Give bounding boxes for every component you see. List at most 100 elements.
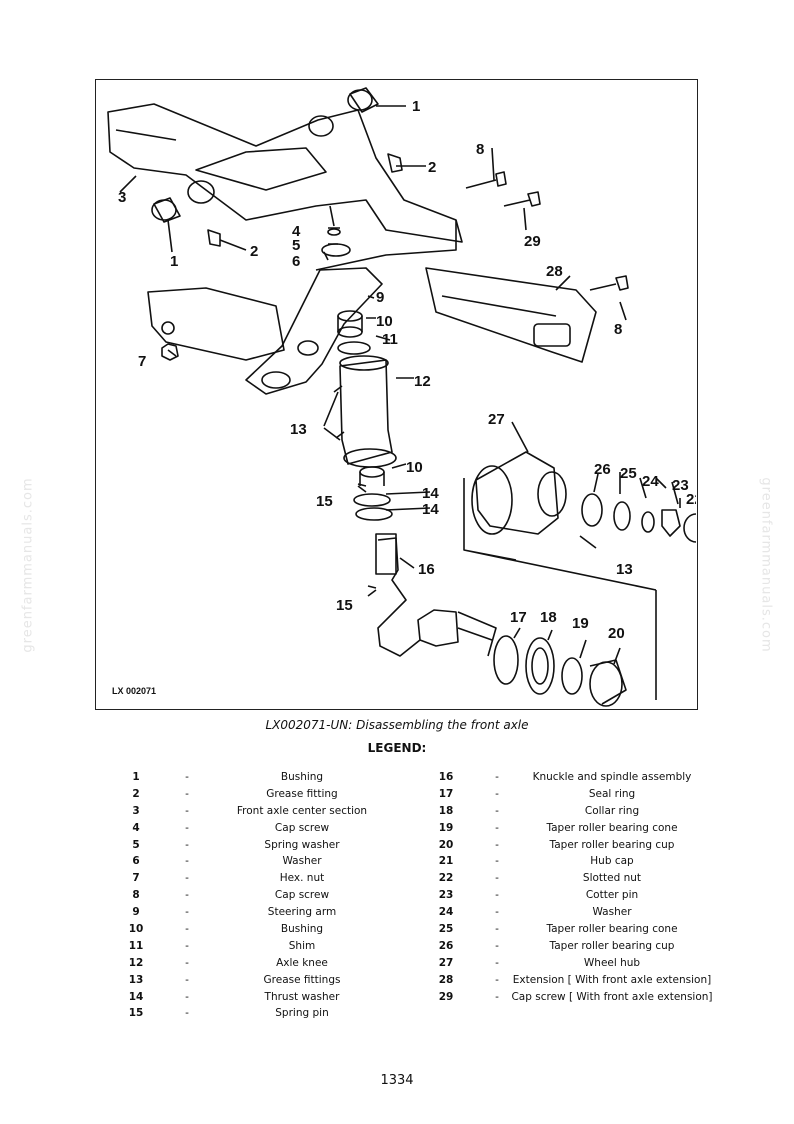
legend-dash: - [495,889,499,902]
legend-dash: - [495,872,499,885]
callout-label: 1 [170,253,178,270]
legend-row: 9-Steering arm [105,904,415,921]
legend-description: Taper roller bearing cup [549,838,675,851]
legend-row: 4-Cap screw [105,820,415,837]
callout-label: 8 [476,141,484,158]
legend-number: 8 [132,889,140,902]
legend-number: 24 [438,906,454,919]
legend-number: 5 [132,838,140,851]
knuckle-spindle-part [377,537,459,657]
callout-label: 9 [376,289,384,306]
legend-dash: - [185,939,189,952]
legend-description: Spring pin [275,1007,329,1020]
legend-dash: - [495,804,499,817]
legend-row: 11-Shim [105,938,415,955]
legend-number: 14 [128,990,144,1003]
slotted-nut-part [661,509,681,537]
callout-label: 15 [316,493,333,510]
legend-number: 21 [438,855,454,868]
legend-number: 20 [438,838,454,851]
legend-description: Seal ring [588,787,636,800]
legend-description: Axle knee [276,956,328,969]
legend-number: 15 [128,1007,144,1020]
legend-row: 7-Hex. nut [105,870,415,887]
legend-number: 26 [438,939,454,952]
legend-number: 6 [132,855,140,868]
legend-number: 3 [132,804,140,817]
legend-row: 22-Slotted nut [415,870,725,887]
legend-dash: - [185,889,189,902]
legend-dash: - [185,771,189,783]
legend-dash: - [185,990,189,1003]
callout-label: 7 [138,353,146,370]
callout-label: 2 [250,243,258,260]
legend-number: 9 [132,906,140,919]
legend-number: 18 [438,804,454,817]
legend-description: Spring washer [264,838,340,851]
watermark-right: greenfarmmanuals.com [758,477,774,653]
callout-label: 13 [616,561,633,578]
legend-row: 2-Grease fitting [105,786,415,803]
page-number: 1334 [380,1073,414,1088]
grease-fitting-part [387,153,403,173]
legend-row: 12-Axle knee [105,955,415,972]
callout-label: 5 [292,237,300,254]
figure-caption: LX002071-UN: Disassembling the front axl… [265,718,529,732]
cap-screw-part [503,191,541,207]
front-axle-diagram: 1 1 2 2 3 4 5 6 7 8 8 9 10 10 11 12 13 1… [107,87,696,707]
legend-row: 21-Hub cap [415,853,725,870]
legend-description: Cap screw [274,889,330,902]
callout-label: 20 [608,625,625,642]
legend-row: 8 - Cap screw [105,887,415,904]
legend-dash: - [185,855,189,868]
callout-label: 3 [118,189,126,206]
callout-label: 23 [672,477,689,494]
callout-label: 1 [412,98,420,115]
callout-label: 11 [382,331,398,348]
legend-dash: - [495,939,499,952]
figure-code: LX 002071 [112,686,156,696]
legend-title: LEGEND: [367,741,427,755]
legend-number: 11 [128,939,144,952]
legend-dash: - [495,787,499,800]
callout-label: 2 [428,159,436,176]
legend-dash: - [495,956,499,969]
legend-number: 16 [438,771,454,783]
watermark-left: greenfarmmanuals.com [20,477,36,653]
seal-ring-part [493,635,519,685]
callout-label: 24 [642,473,659,490]
legend-description: Collar ring [584,804,640,817]
legend-description: Hex. nut [279,872,325,885]
legend-description: Taper roller bearing cone [546,821,678,834]
legend-row: 27-Wheel hub [415,955,725,972]
legend-row: 24-Washer [415,904,725,921]
legend-description: Washer [282,855,322,868]
legend-row: 1-Bushing [105,769,415,786]
legend-row: 29-Cap screw [ With front axle extension… [415,989,725,1006]
legend-dash: - [495,990,499,1003]
hex-nut-part [161,343,179,361]
legend-number: 2 [132,787,140,800]
legend-dash: - [185,973,189,986]
legend-dash: - [495,838,499,851]
axle-beam-part [147,287,285,361]
callout-label: 17 [510,609,527,626]
callout-label: 27 [488,411,505,428]
legend-dash: - [495,923,499,936]
legend-row: 15-Spring pin [105,1005,415,1022]
legend-row: 6 - Washer [105,853,415,870]
legend-dash: - [185,906,189,919]
callout-label: 26 [594,461,611,478]
extension-part [425,267,597,363]
callout-label: 18 [540,609,557,626]
legend-description: Bushing [280,923,324,936]
legend-number: 13 [128,973,144,986]
legend-number: 27 [438,956,454,969]
legend-row: 5-Spring washer [105,837,415,854]
bearing-cone-part [613,501,631,531]
legend-number: 19 [438,821,454,834]
legend-dash: - [495,855,499,868]
callout-label: 19 [572,615,589,632]
center-section-part [107,103,463,243]
legend-row: 17-Seal ring [415,786,725,803]
